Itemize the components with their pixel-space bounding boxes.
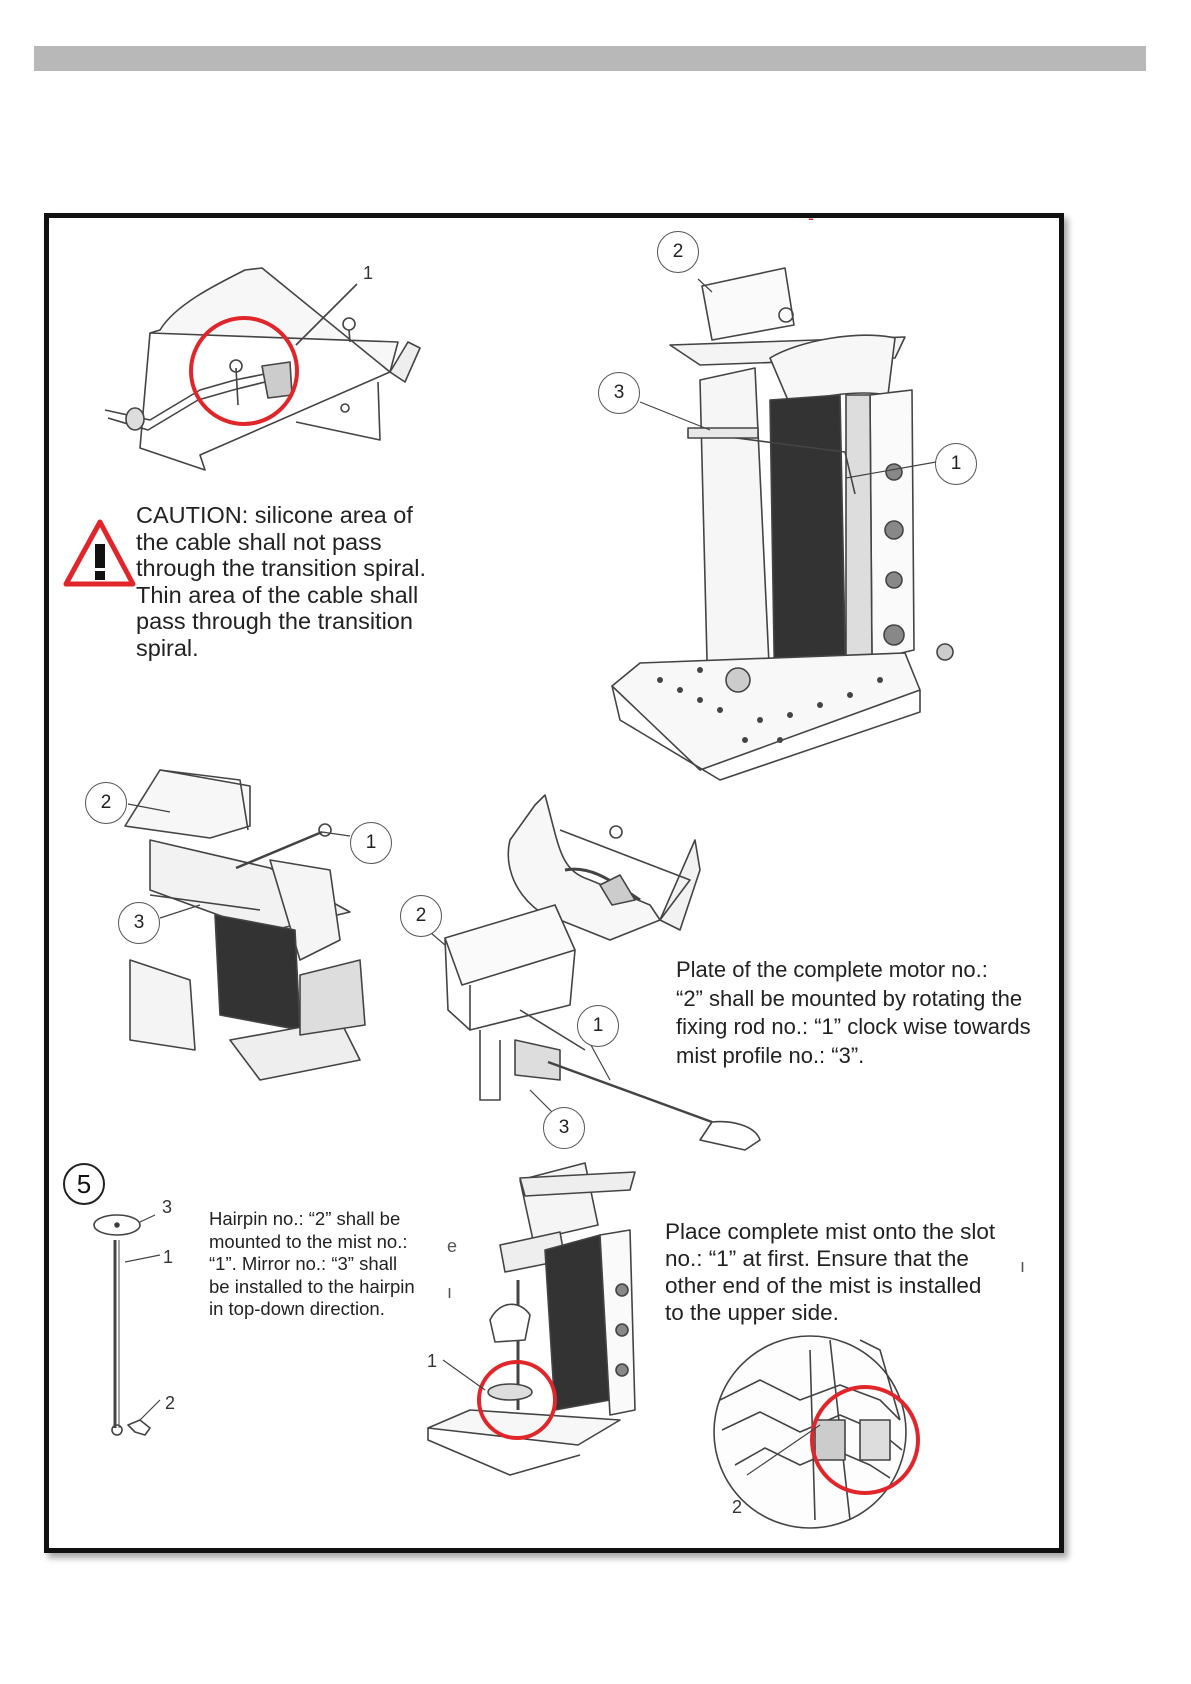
machine-illustration bbox=[611, 267, 954, 781]
fig4-callout-3: 3 bbox=[543, 1107, 585, 1149]
header-bar bbox=[34, 46, 1146, 71]
hairpin-instruction: Hairpin no.: “2” shall be mounted to the… bbox=[209, 1208, 415, 1319]
step-number: 5 bbox=[63, 1163, 105, 1205]
hairpin-illustration bbox=[93, 1214, 151, 1436]
fig2-callout-1: 1 bbox=[935, 443, 977, 485]
cable-highlight-circle bbox=[189, 316, 299, 426]
mist-end-highlight-circle bbox=[810, 1385, 920, 1495]
fig2-callout-3: 3 bbox=[598, 372, 640, 414]
fig5-callout-2: 2 bbox=[164, 1393, 175, 1413]
fig5-callout-1: 1 bbox=[162, 1247, 173, 1267]
caution-text: CAUTION: silicone area of the cable shal… bbox=[136, 502, 426, 661]
fig5-callout-3: 3 bbox=[161, 1197, 172, 1217]
stray-mark-i2: ı bbox=[1020, 1256, 1026, 1276]
stray-mark-dash: - bbox=[808, 208, 814, 228]
fig3-callout-3: 3 bbox=[118, 902, 160, 944]
fig4-callout-2: 2 bbox=[400, 895, 442, 937]
slot-highlight-circle bbox=[477, 1360, 557, 1440]
fig4-callout-1: 1 bbox=[577, 1005, 619, 1047]
fig2-callout-2: 2 bbox=[657, 231, 699, 273]
stray-mark-e: e bbox=[447, 1236, 458, 1256]
caution-icon bbox=[63, 519, 136, 587]
fig1-callout-1: 1 bbox=[362, 263, 373, 283]
motor-mounting-illustration bbox=[444, 794, 761, 1151]
fig6-callout-1: 1 bbox=[426, 1351, 437, 1371]
motor-assembly-illustration bbox=[124, 769, 366, 1081]
fig3-callout-2: 2 bbox=[85, 782, 127, 824]
mist-placement-instruction: Place complete mist onto the slot no.: “… bbox=[665, 1219, 996, 1325]
stray-mark-i: ı bbox=[447, 1282, 453, 1302]
fig6-callout-2: 2 bbox=[731, 1497, 742, 1517]
cable-tray-illustration bbox=[104, 267, 421, 471]
motor-mount-instruction: Plate of the complete motor no.: “2” sha… bbox=[676, 957, 1031, 1068]
fig3-callout-1: 1 bbox=[350, 822, 392, 864]
